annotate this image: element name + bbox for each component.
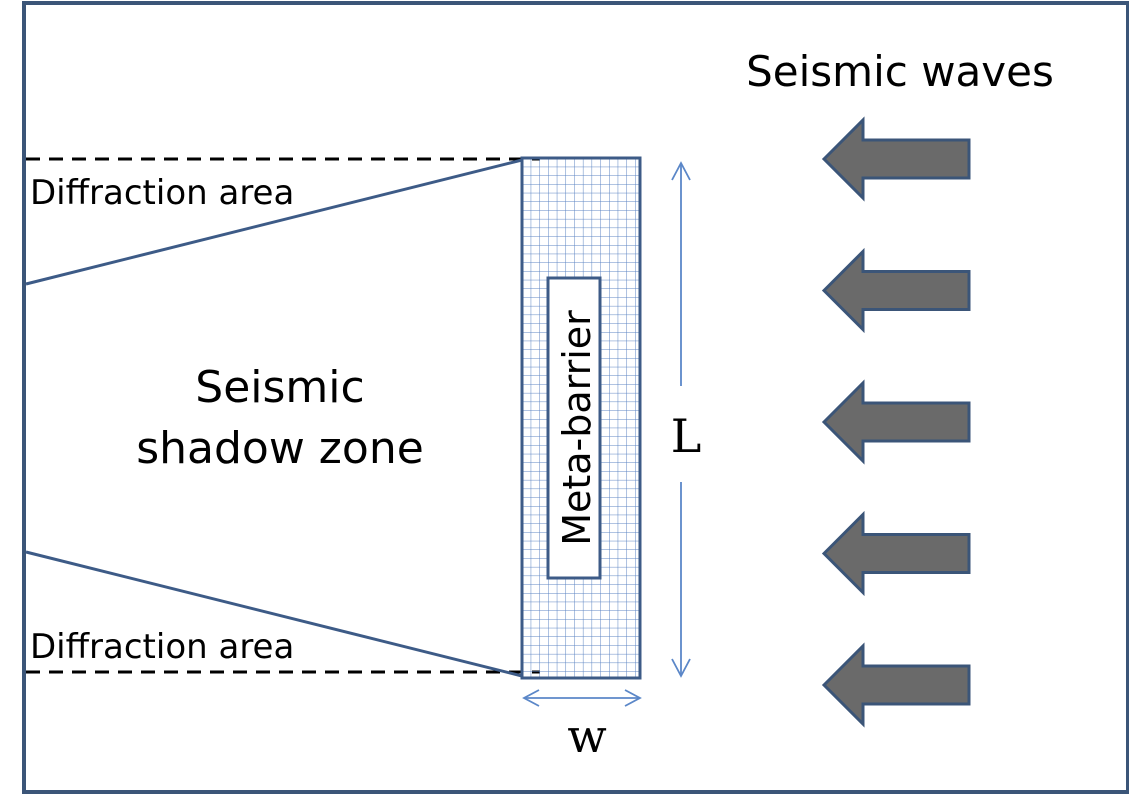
diffraction-area-bottom-label: Diffraction area — [30, 627, 294, 667]
diffraction-area-top-label: Diffraction area — [30, 173, 294, 213]
meta-barrier-label: Meta-barrier — [555, 310, 599, 546]
shadow-zone-label-line1: Seismic — [195, 362, 364, 413]
shadow-zone-label-line2: shadow zone — [136, 423, 424, 474]
meta-barrier: Meta-barrier — [520, 156, 642, 680]
seismic-wave-arrow-2 — [821, 247, 971, 334]
length-arrowhead-top — [671, 161, 691, 181]
width-label: w — [567, 709, 606, 763]
length-arrowhead-bottom — [671, 658, 691, 678]
seismic-waves-label: Seismic waves — [746, 47, 1054, 96]
shadow-zone-lower-boundary — [25, 550, 523, 678]
seismic-wave-arrows — [821, 116, 971, 728]
width-arrowhead-left — [522, 689, 540, 707]
meta-barrier-label-box — [546, 276, 602, 580]
width-dimension — [522, 689, 642, 707]
seismic-wave-arrow-1 — [821, 116, 971, 202]
length-dimension — [671, 161, 691, 678]
seismic-wave-arrow-3 — [821, 379, 971, 465]
seismic-wave-arrow-5 — [821, 642, 971, 728]
width-arrowhead-right — [624, 689, 642, 707]
shadow-zone-upper-boundary — [25, 158, 523, 286]
length-label: L — [671, 409, 702, 463]
seismic-wave-arrow-4 — [821, 510, 971, 597]
